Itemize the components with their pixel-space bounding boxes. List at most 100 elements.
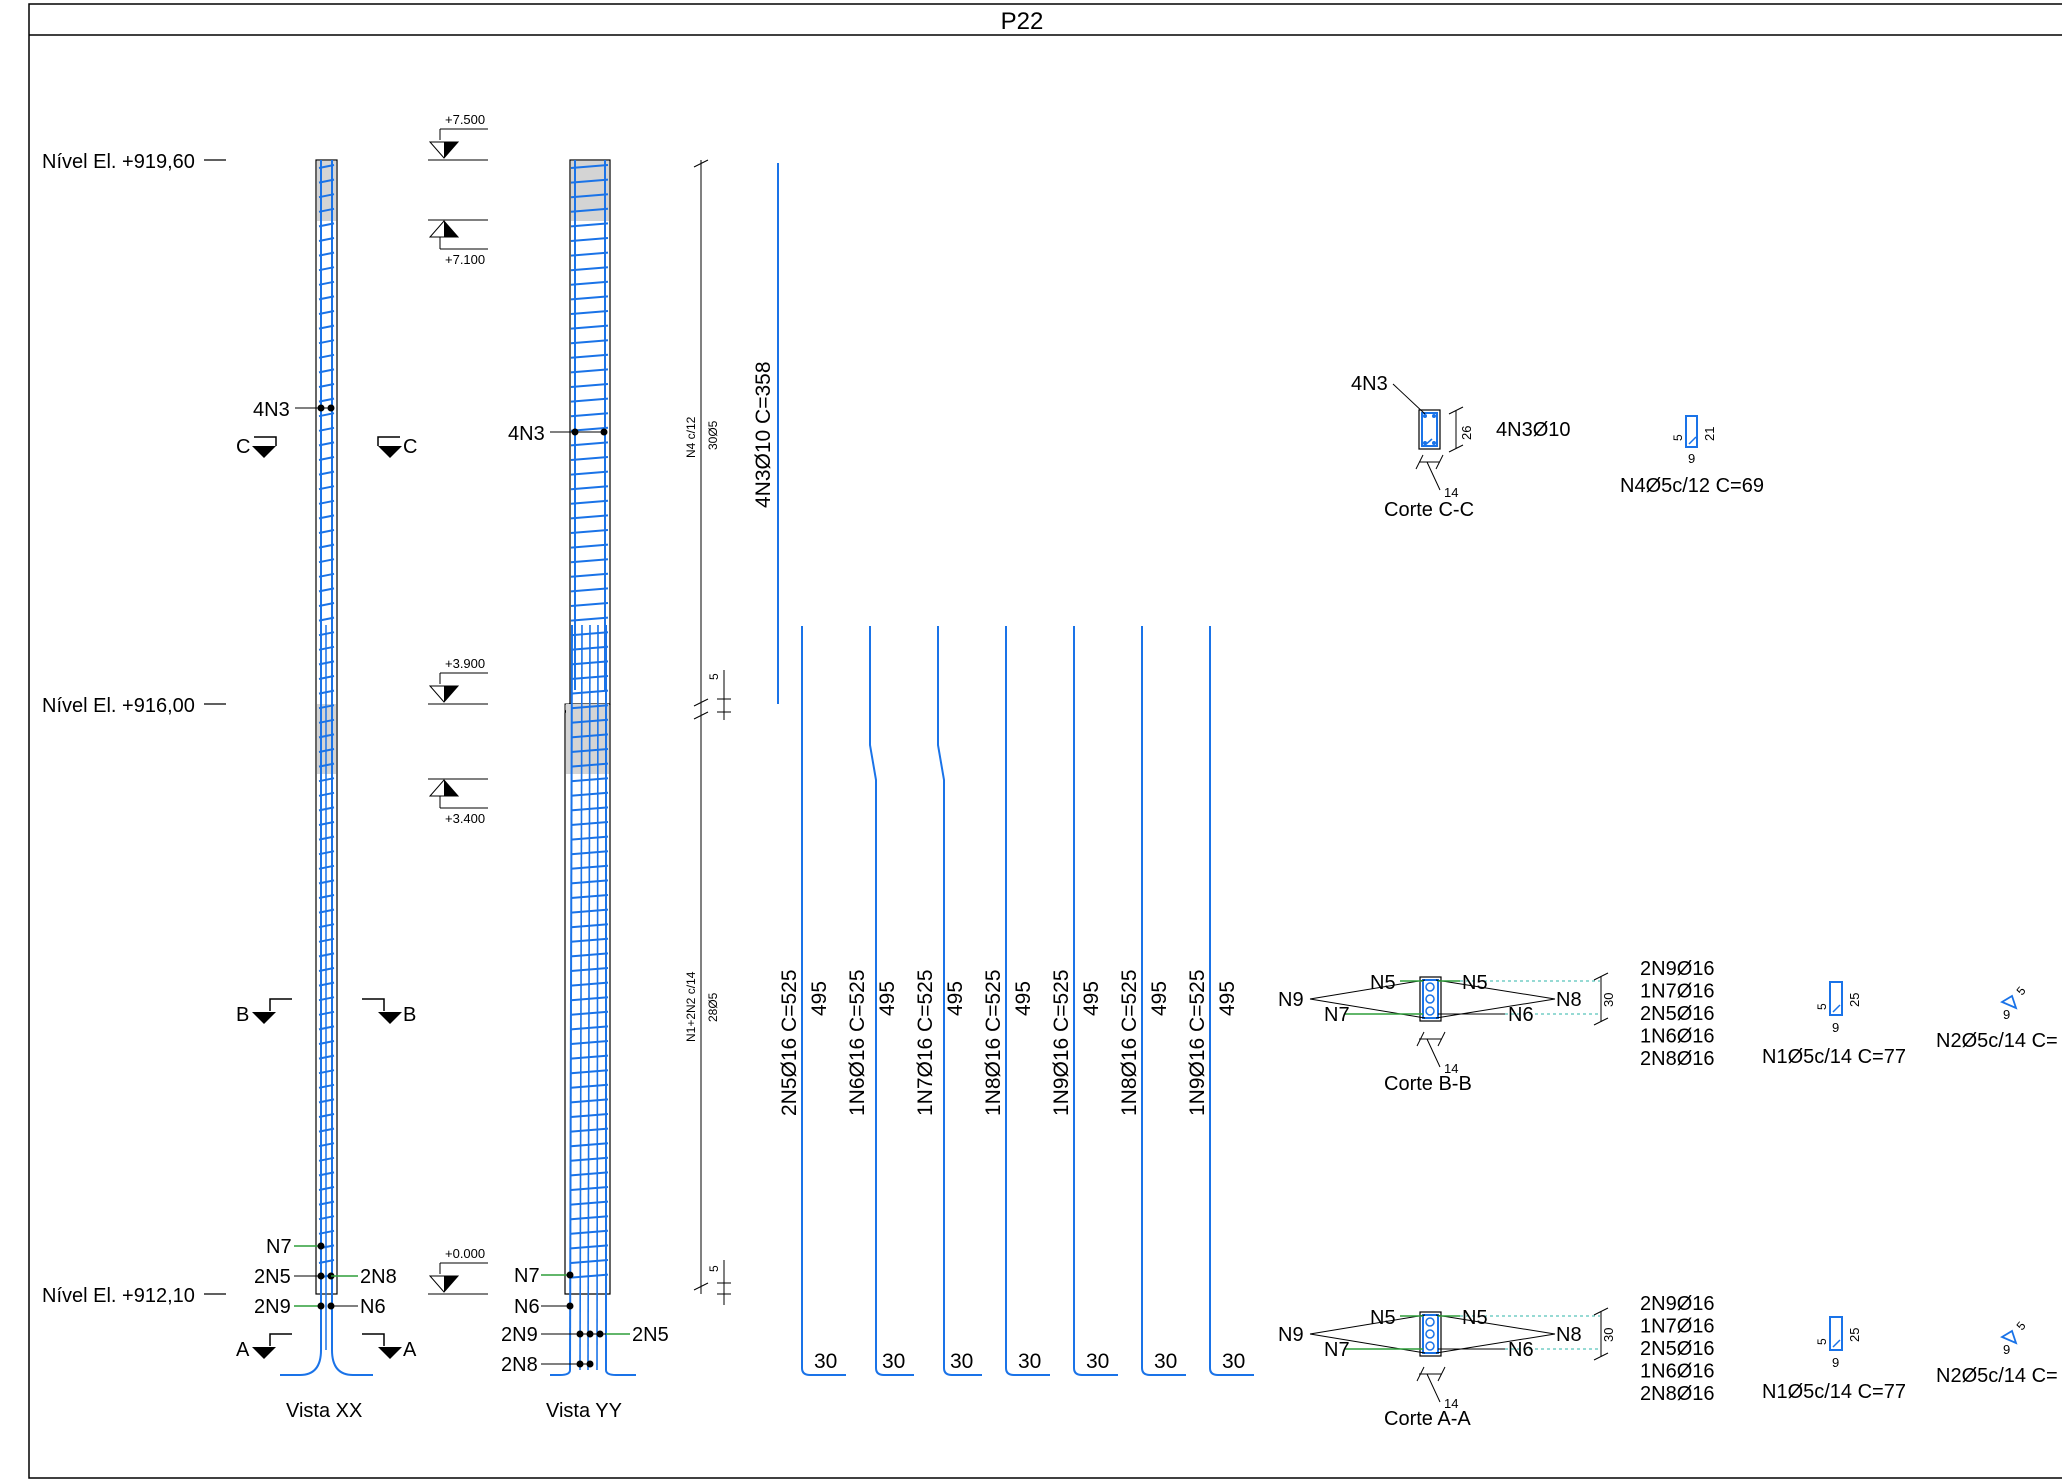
- bar-hook-length: 30: [1222, 1350, 1245, 1373]
- bar-straight-length: 495: [876, 981, 899, 1016]
- label-n8: N8: [1556, 989, 1582, 1011]
- callout-n7-xx: N7: [266, 1236, 292, 1258]
- elev-7100: +7.100: [428, 219, 488, 267]
- cc-width: 14: [1444, 485, 1458, 500]
- bar-straight-length: 495: [1012, 981, 1035, 1016]
- section-width: 14: [1444, 1396, 1458, 1411]
- bar-line: [1005, 626, 1050, 1376]
- svg-text:B: B: [236, 1004, 249, 1026]
- section-marker-a-left: A: [236, 1333, 292, 1361]
- label-n7: N7: [1324, 1339, 1350, 1361]
- section-bar-list-item: 2N8Ø16: [1640, 1383, 1715, 1405]
- cc-callout: 4N3: [1351, 373, 1388, 395]
- callout-4n3-yy: 4N3: [508, 423, 545, 445]
- section-title: Corte B-B: [1384, 1073, 1472, 1095]
- svg-text:+3.900: +3.900: [445, 656, 485, 671]
- label-n6: N6: [1508, 1004, 1534, 1026]
- bar-hook-length: 30: [814, 1350, 837, 1373]
- bar-straight-length: 495: [944, 981, 967, 1016]
- bar-hook-length: 30: [1154, 1350, 1177, 1373]
- elev-3900: +3.900: [428, 656, 488, 705]
- sheet-border: [28, 3, 2062, 1479]
- svg-text:C: C: [236, 436, 250, 458]
- dim-top-stirrups: N4 c/12: [684, 416, 698, 458]
- svg-text:A: A: [403, 1339, 417, 1361]
- bar-straight-length: 495: [1216, 981, 1239, 1016]
- elev-3400: +3.400: [428, 778, 488, 826]
- svg-text:25: 25: [1847, 1328, 1862, 1342]
- bar-n3-label: 4N3Ø10 C=358: [752, 361, 775, 508]
- bar-hook-length: 30: [882, 1350, 905, 1373]
- section-bar-list-item: 1N6Ø16: [1640, 1361, 1715, 1383]
- bar-line: [1141, 626, 1186, 1376]
- elev-7500: +7.500: [428, 112, 488, 161]
- stirrup-n4: 5 21 9 N4Ø5c/12 C=69: [1620, 415, 1764, 497]
- svg-text:9: 9: [1832, 1020, 1839, 1035]
- bar-hook-length: 30: [950, 1350, 973, 1373]
- section-bar-list-item: 1N7Ø16: [1640, 1316, 1715, 1338]
- bar-straight-length: 495: [1148, 981, 1171, 1016]
- svg-text:C: C: [403, 436, 417, 458]
- svg-text:+7.500: +7.500: [445, 112, 485, 127]
- bar-label: 1N9Ø16 C=525: [1050, 969, 1073, 1116]
- view-yy-label: Vista YY: [546, 1400, 622, 1422]
- section-cc: 4N3 26 14 Corte C-C 4N3Ø10: [1351, 373, 1571, 521]
- stirrup-n1-label-1: N1Ø5c/14 C=77: [1762, 1046, 1906, 1068]
- cc-height: 26: [1459, 426, 1474, 440]
- stirrup-n2-row2: 5 9 N2Ø5c/14 C=: [1936, 1319, 2058, 1387]
- dim-gap-bottom: 5: [707, 1265, 721, 1272]
- bar-line: [1209, 626, 1254, 1376]
- section-bar-list-item: 2N5Ø16: [1640, 1338, 1715, 1360]
- stirrup-spacing-dims: N4 c/12 30Ø5 N1+2N2 c/14 28Ø5 5 5: [684, 159, 731, 1305]
- stirrup-n2-row1: 5 9 N2Ø5c/14 C=: [1936, 984, 2058, 1052]
- label-n5-right: N5: [1462, 972, 1488, 994]
- bar-label: 1N8Ø16 C=525: [1118, 969, 1141, 1116]
- elev-0000: +0.000: [428, 1246, 488, 1295]
- callout-2n8-yy: 2N8: [501, 1354, 538, 1376]
- callout-4n3-xx: 4N3: [253, 399, 290, 421]
- dim-bottom-stirrups: N1+2N2 c/14: [684, 971, 698, 1042]
- label-n5-left: N5: [1370, 972, 1396, 994]
- section-marker-b-left: B: [236, 998, 292, 1026]
- dim-gap-top: 5: [707, 673, 721, 680]
- bar-straight-length: 495: [808, 981, 831, 1016]
- svg-text:5: 5: [2014, 984, 2029, 998]
- label-n8: N8: [1556, 1324, 1582, 1346]
- svg-text:9: 9: [2003, 1342, 2010, 1357]
- svg-text:+7.100: +7.100: [445, 252, 485, 267]
- section-bar-list-item: 1N7Ø16: [1640, 981, 1715, 1003]
- bar-label: 1N8Ø16 C=525: [982, 969, 1005, 1116]
- bar-label: 1N9Ø16 C=525: [1186, 969, 1209, 1116]
- level-label-bottom: Nível El. +912,10: [42, 1285, 195, 1307]
- svg-text:9: 9: [1832, 1355, 1839, 1370]
- stirrup-n2-label-1: N2Ø5c/14 C=: [1936, 1030, 2058, 1052]
- section-bar-list-item: 2N5Ø16: [1640, 1003, 1715, 1025]
- svg-text:5: 5: [1815, 1338, 1829, 1345]
- section-width: 14: [1444, 1061, 1458, 1076]
- level-label-mid: Nível El. +916,00: [42, 695, 195, 717]
- svg-text:5: 5: [1671, 434, 1685, 441]
- svg-text:+0.000: +0.000: [445, 1246, 485, 1261]
- callout-2n9-yy: 2N9: [501, 1324, 538, 1346]
- svg-text:9: 9: [1688, 451, 1695, 466]
- callout-2n5-yy: 2N5: [632, 1324, 669, 1346]
- label-n6: N6: [1508, 1339, 1534, 1361]
- concrete-node-mid-yy: [566, 704, 609, 774]
- label-n9: N9: [1278, 1324, 1304, 1346]
- bar-hook-length: 30: [1086, 1350, 1109, 1373]
- dim-bottom-count: 28Ø5: [706, 992, 720, 1022]
- stirrup-n1-label-2: N1Ø5c/14 C=77: [1762, 1381, 1906, 1403]
- label-n7: N7: [1324, 1004, 1350, 1026]
- section-marker-c-left: C: [236, 436, 277, 458]
- svg-text:B: B: [403, 1004, 416, 1026]
- callout-2n5-xx: 2N5: [254, 1266, 291, 1288]
- view-xx-label: Vista XX: [286, 1400, 362, 1422]
- bar-hook-length: 30: [1018, 1350, 1041, 1373]
- callout-n6-xx: N6: [360, 1296, 386, 1318]
- svg-text:9: 9: [2003, 1007, 2010, 1022]
- section-bar-list-item: 2N9Ø16: [1640, 958, 1715, 980]
- view-yy: 4N3 N7 N6 2N9 2N5 2N8 Vista YY: [501, 159, 669, 1422]
- level-markers: Nível El. +919,60 Nível El. +916,00 Níve…: [42, 151, 226, 1307]
- svg-text:5: 5: [1815, 1003, 1829, 1010]
